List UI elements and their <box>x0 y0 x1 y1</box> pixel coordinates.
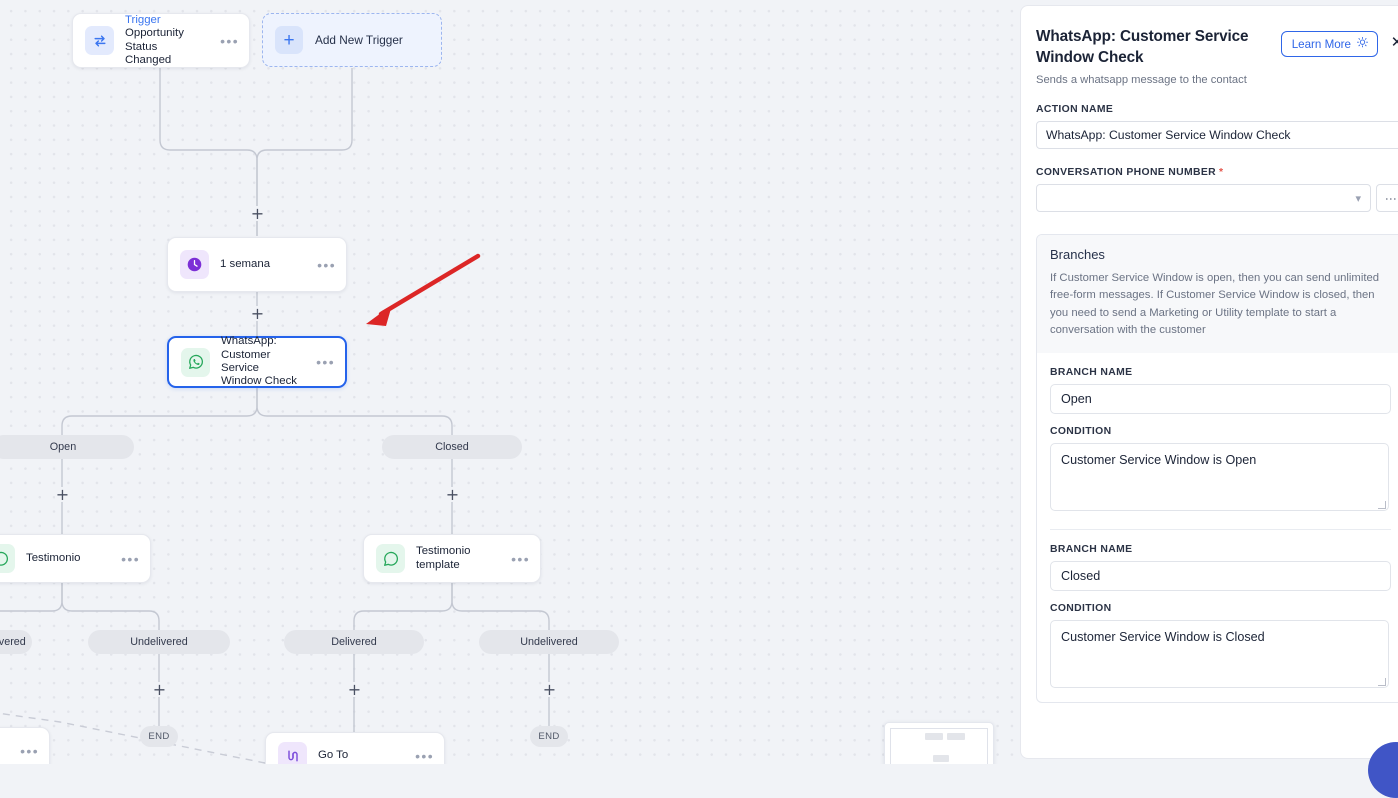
branches-header: Branches If Customer Service Window is o… <box>1037 235 1398 353</box>
action-name-label: ACTION NAME <box>1036 104 1114 116</box>
branch-2-name-input[interactable]: Closed <box>1050 560 1391 591</box>
node-testimonio-template-label: Testimonio template <box>416 545 471 571</box>
branches-heading: Branches <box>1050 247 1105 263</box>
branch-pill-open[interactable]: Open <box>0 435 134 459</box>
node-go-to[interactable]: Go To ••• <box>265 732 445 764</box>
node-wait-text: 1 semana <box>220 258 304 271</box>
action-settings-panel: WhatsApp: Customer Service Window Check … <box>1020 5 1398 759</box>
whatsapp-icon <box>0 544 15 573</box>
conversation-phone-number-select[interactable]: ▾ <box>1036 184 1371 213</box>
minimap-block <box>925 733 943 740</box>
action-name-input[interactable]: WhatsApp: Customer Service Window Check <box>1036 121 1398 150</box>
node-whatsapp-label-2: Window Check <box>221 375 297 388</box>
branch-1-condition-label: CONDITION <box>1050 425 1112 437</box>
node-wait-label: 1 semana <box>220 257 271 270</box>
node-testimonio-label: Testimonio <box>26 551 81 564</box>
branch-1-name-input[interactable]: Open <box>1050 383 1391 414</box>
add-new-trigger-label: Add New Trigger <box>315 33 403 47</box>
node-testimonio-template-text: Testimonio template <box>416 545 498 572</box>
add-step-handle-5[interactable]: + <box>542 680 557 699</box>
minimap-block <box>947 733 965 740</box>
node-partial-bottom-left[interactable]: ••• <box>0 727 50 764</box>
page-title: WhatsApp: Customer Service Window Check <box>1036 28 1249 67</box>
conversation-phone-number-kebab-button[interactable]: ⋮ <box>1376 184 1398 213</box>
minimap-viewport <box>890 728 988 764</box>
conversation-phone-number-row: ▾ ⋮ <box>1036 184 1398 213</box>
node-whatsapp-text: WhatsApp: Customer Service Window Check <box>221 335 303 389</box>
canvas-minimap[interactable] <box>884 722 994 764</box>
add-step-handle-3[interactable]: + <box>152 680 167 699</box>
branch-2-name-value: Closed <box>1061 568 1101 583</box>
whatsapp-icon <box>181 347 210 377</box>
branch-1-condition-value: Customer Service Window is Open <box>1061 452 1257 467</box>
node-whatsapp-label-1: WhatsApp: Customer Service <box>221 335 277 374</box>
end-node-2: END <box>530 726 568 747</box>
swap-arrows-icon <box>85 26 114 55</box>
node-trigger-kicker: Trigger <box>125 13 161 26</box>
branch-1-name-label: BRANCH NAME <box>1050 366 1133 378</box>
node-testimonio-template[interactable]: Testimonio template ••• <box>363 534 541 583</box>
node-whatsapp-menu[interactable]: ••• <box>316 354 335 370</box>
resize-grip-icon[interactable] <box>1378 500 1386 509</box>
node-trigger-label-1: Opportunity Status <box>125 27 184 53</box>
node-testimonio-menu[interactable]: ••• <box>121 550 140 567</box>
node-trigger-label-2: Changed <box>125 53 172 66</box>
lightbulb-icon <box>1356 36 1369 52</box>
node-go-to-label: Go To <box>318 749 349 762</box>
status-pill-undelivered-2[interactable]: Undelivered <box>479 630 619 654</box>
action-name-value: WhatsApp: Customer Service Window Check <box>1046 128 1291 143</box>
branch-2-condition-label: CONDITION <box>1050 602 1112 614</box>
branch-1-condition-textarea[interactable]: Customer Service Window is Open <box>1050 442 1389 511</box>
node-testimonio-template-menu[interactable]: ••• <box>511 550 530 567</box>
panel-subtitle: Sends a whatsapp message to the contact <box>1036 74 1247 87</box>
node-testimonio[interactable]: Testimonio ••• <box>0 534 151 583</box>
add-step-handle-closed[interactable]: + <box>445 485 460 504</box>
branch-2-condition-value: Customer Service Window is Closed <box>1061 629 1265 644</box>
add-step-handle-1[interactable]: + <box>250 204 265 223</box>
status-pill-undelivered-1[interactable]: Undelivered <box>88 630 230 654</box>
conversation-phone-number-label-text: CONVERSATION PHONE NUMBER <box>1036 167 1217 179</box>
whatsapp-icon <box>376 544 405 573</box>
panel-header: WhatsApp: Customer Service Window Check … <box>1036 26 1398 86</box>
conversation-phone-number-label: CONVERSATION PHONE NUMBER* <box>1036 167 1398 178</box>
workflow-canvas[interactable]: Trigger Opportunity Status Changed ••• +… <box>0 0 1020 764</box>
node-partial-menu[interactable]: ••• <box>20 743 39 759</box>
status-pill-delivered[interactable]: Delivered <box>284 630 424 654</box>
branch-divider <box>1050 528 1391 530</box>
red-arrow-annotation <box>366 253 481 326</box>
branches-body: BRANCH NAME Open CONDITION Customer Serv… <box>1037 353 1398 702</box>
add-step-handle-2[interactable]: + <box>250 304 265 323</box>
node-go-to-menu[interactable]: ••• <box>415 748 434 764</box>
learn-more-label: Learn More <box>1291 37 1351 51</box>
node-wait-1-semana[interactable]: 1 semana ••• <box>167 237 347 292</box>
node-wait-menu[interactable]: ••• <box>317 256 336 273</box>
branch-1-name-value: Open <box>1061 391 1092 406</box>
clock-icon <box>180 250 209 279</box>
end-node-1: END <box>140 726 178 747</box>
learn-more-button[interactable]: Learn More <box>1280 31 1378 57</box>
add-step-handle-4[interactable]: + <box>347 680 362 699</box>
node-trigger-text: Trigger Opportunity Status Changed <box>125 14 207 68</box>
branch-2-name-label: BRANCH NAME <box>1050 543 1133 555</box>
node-testimonio-text: Testimonio <box>26 552 108 565</box>
add-new-trigger-button[interactable]: + Add New Trigger <box>262 13 442 67</box>
branches-card: Branches If Customer Service Window is o… <box>1036 234 1398 703</box>
add-step-handle-open[interactable]: + <box>55 485 70 504</box>
chevron-down-icon: ▾ <box>1355 191 1361 205</box>
close-icon[interactable]: ✕ <box>1388 33 1398 51</box>
node-trigger-menu[interactable]: ••• <box>220 32 239 49</box>
node-go-to-text: Go To <box>318 749 402 762</box>
plus-icon: + <box>275 26 303 54</box>
resize-grip-icon[interactable] <box>1378 677 1386 686</box>
node-trigger[interactable]: Trigger Opportunity Status Changed ••• <box>72 13 250 68</box>
branch-2-condition-textarea[interactable]: Customer Service Window is Closed <box>1050 619 1389 688</box>
node-whatsapp-customer-service-window-check[interactable]: WhatsApp: Customer Service Window Check … <box>167 335 347 389</box>
minimap-block <box>933 755 949 762</box>
required-asterisk: * <box>1219 167 1224 179</box>
branch-pill-closed[interactable]: Closed <box>382 435 522 459</box>
branches-description: If Customer Service Window is open, then… <box>1050 272 1380 336</box>
status-pill-undelivered-left[interactable]: Undelivered <box>0 630 32 654</box>
goto-icon <box>278 741 307 764</box>
